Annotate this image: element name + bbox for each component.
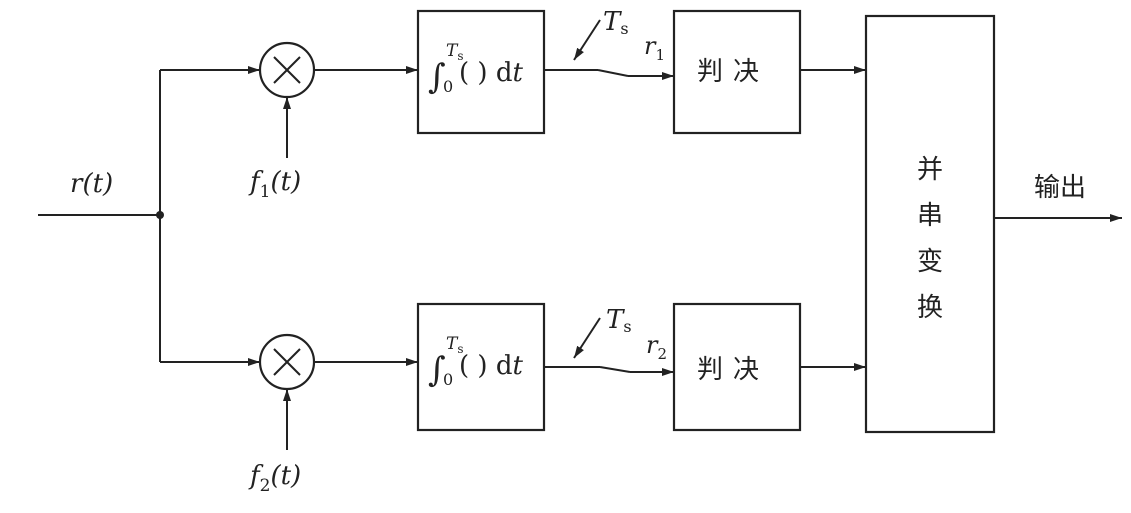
sampler1-label: Ts: [603, 7, 629, 38]
sampler1-switch: [597, 69, 629, 77]
converter-char-2: 串: [917, 201, 943, 231]
branch2-decision-box: [672, 302, 802, 432]
integrator2-upper-limit: Ts: [446, 334, 464, 356]
parallel-to-serial-box: [864, 14, 996, 434]
ref2-label: f2(t): [248, 461, 301, 496]
ref1-label: f1(t): [248, 167, 301, 202]
output-label: 输出: [1034, 173, 1086, 203]
integrator1-body: ( ) dt: [459, 58, 523, 88]
branch1-decision-box: [672, 9, 802, 135]
sample2-label: r2: [646, 331, 667, 363]
branch1-integrator-box: [416, 9, 546, 135]
sample1-label: r1: [644, 32, 665, 64]
sampler2-label: Ts: [606, 305, 632, 336]
converter-char-3: 变: [917, 247, 943, 277]
integrator1-upper-limit: Ts: [446, 41, 464, 63]
decision2-label: 判决: [697, 355, 759, 385]
integrator2-integral-sign: ∫: [428, 350, 446, 390]
integrator1-lower-limit: 0: [443, 77, 453, 96]
integrator2-body: ( ) dt: [459, 351, 523, 381]
integrator2-lower-limit: 0: [443, 370, 453, 389]
integrator1-integral-sign: ∫: [428, 57, 446, 97]
decision1-label: 判决: [697, 57, 759, 87]
converter-char-4: 换: [917, 293, 943, 323]
input-label: r(t): [70, 169, 113, 199]
multiplier2-cross-b: [273, 348, 301, 376]
sampler1-clock-arrow: [573, 19, 601, 61]
converter-char-1: 并: [917, 155, 943, 185]
multiplier1-cross-b: [273, 56, 301, 84]
sampler2-switch: [599, 366, 631, 373]
sampler2-clock-arrow: [573, 317, 601, 359]
branch2-integrator-box: [416, 302, 546, 432]
